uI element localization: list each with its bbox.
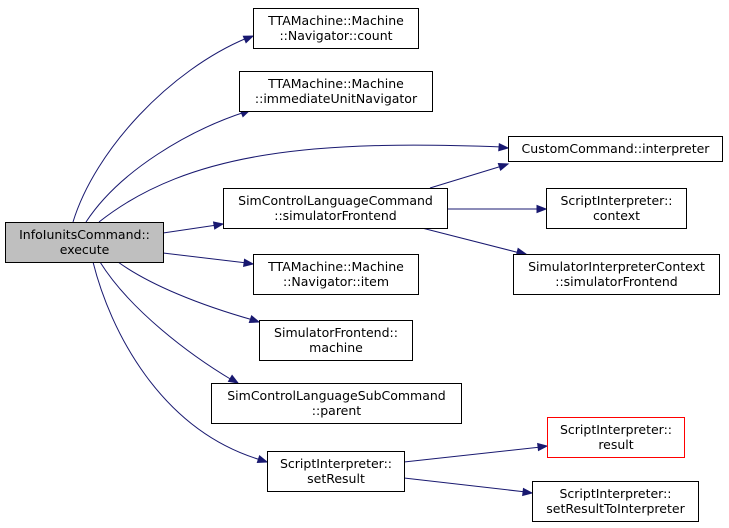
node-box[interactable] bbox=[547, 417, 685, 458]
node-box[interactable] bbox=[513, 254, 720, 295]
node-label-line: ScriptInterpreter:: bbox=[280, 456, 392, 471]
node-label-line: execute bbox=[60, 242, 110, 257]
arrowhead-sim_frontend bbox=[212, 221, 225, 230]
node-label-line: ::simulatorFrontend bbox=[274, 208, 397, 223]
node-label-line: ::simulatorFrontend bbox=[555, 274, 678, 289]
edge-root-to-custom_interpreter bbox=[98, 144, 503, 223]
arrowhead-nav_item bbox=[243, 258, 255, 267]
edge-root-to-sub_parent bbox=[99, 261, 233, 381]
arrowhead-custom_interpreter bbox=[497, 162, 510, 172]
node-box[interactable] bbox=[546, 188, 687, 229]
node-interp-ctx-frontend[interactable]: SimulatorInterpreterContext::simulatorFr… bbox=[513, 254, 720, 295]
edge-root-to-sim_frontend bbox=[162, 224, 218, 234]
call-nodes: InfoIunitsCommand::executeTTAMachine::Ma… bbox=[5, 8, 723, 522]
node-label-line: ::parent bbox=[312, 403, 361, 418]
node-label-line: context bbox=[593, 208, 640, 223]
edge-set_result-to-result bbox=[403, 446, 542, 463]
node-set-result-to-interp[interactable]: ScriptInterpreter::setResultToInterprete… bbox=[532, 481, 699, 522]
edge-root-to-immediate bbox=[85, 111, 246, 223]
node-nav-item[interactable]: TTAMachine::Machine::Navigator::item bbox=[253, 254, 419, 295]
arrowhead-set_result bbox=[256, 454, 269, 464]
edge-sim_frontend-to-interp_ctx_frontend bbox=[421, 227, 521, 254]
node-label-line: ::Navigator::count bbox=[279, 28, 392, 43]
edge-sim_frontend-to-custom_interpreter bbox=[429, 165, 503, 189]
node-immediate[interactable]: TTAMachine::Machine::immediateUnitNaviga… bbox=[239, 71, 433, 112]
edge-root-to-set_result bbox=[92, 261, 262, 461]
node-sim-frontend[interactable]: SimControlLanguageCommand::simulatorFron… bbox=[223, 188, 448, 229]
node-frontend-machine[interactable]: SimulatorFrontend::machine bbox=[259, 320, 413, 361]
node-box[interactable] bbox=[508, 136, 723, 162]
node-box[interactable] bbox=[5, 222, 164, 263]
node-label-line: SimulatorInterpreterContext bbox=[528, 259, 705, 274]
node-label-line: ::immediateUnitNavigator bbox=[255, 91, 418, 106]
node-label-line: TTAMachine::Machine bbox=[267, 13, 404, 28]
node-label-line: InfoIunitsCommand:: bbox=[19, 227, 150, 242]
node-count[interactable]: TTAMachine::Machine::Navigator::count bbox=[253, 8, 419, 49]
node-label-line: SimControlLanguageSubCommand bbox=[227, 388, 446, 403]
node-label-line: machine bbox=[309, 340, 363, 355]
arrowhead-custom_interpreter bbox=[498, 142, 510, 152]
edge-root-to-nav_item bbox=[162, 252, 248, 264]
node-label-line: SimControlLanguageCommand bbox=[238, 193, 433, 208]
node-label-line: ScriptInterpreter:: bbox=[559, 486, 671, 501]
node-label-line: CustomCommand::interpreter bbox=[522, 141, 711, 156]
node-label-line: SimulatorFrontend:: bbox=[274, 325, 398, 340]
edge-root-to-frontend_machine bbox=[117, 261, 254, 321]
node-result[interactable]: ScriptInterpreter::result bbox=[547, 417, 685, 458]
arrowhead-result bbox=[537, 442, 549, 452]
node-box[interactable] bbox=[223, 188, 448, 229]
edge-root-to-count bbox=[72, 37, 248, 223]
arrowhead-set_result_to_interp bbox=[522, 487, 534, 497]
node-box[interactable] bbox=[532, 481, 699, 522]
edge-set_result-to-set_result_to_interp bbox=[403, 477, 527, 493]
node-script-context[interactable]: ScriptInterpreter::context bbox=[546, 188, 687, 229]
node-label-line: TTAMachine::Machine bbox=[267, 259, 404, 274]
node-label-line: TTAMachine::Machine bbox=[267, 76, 404, 91]
node-box[interactable] bbox=[253, 8, 419, 49]
node-sub-parent[interactable]: SimControlLanguageSubCommand::parent bbox=[211, 383, 462, 424]
arrowhead-sub_parent bbox=[227, 374, 240, 384]
node-label-line: setResultToInterpreter bbox=[546, 501, 685, 516]
node-box[interactable] bbox=[253, 254, 419, 295]
node-set-result[interactable]: ScriptInterpreter::setResult bbox=[267, 451, 405, 492]
node-label-line: setResult bbox=[307, 471, 365, 486]
node-label-line: ::Navigator::item bbox=[283, 274, 389, 289]
node-custom-interpreter[interactable]: CustomCommand::interpreter bbox=[508, 136, 723, 162]
node-box[interactable] bbox=[259, 320, 413, 361]
node-box[interactable] bbox=[267, 451, 405, 492]
node-label-line: result bbox=[598, 437, 633, 452]
node-label-line: ScriptInterpreter:: bbox=[560, 193, 672, 208]
arrowhead-count bbox=[242, 35, 255, 44]
node-root[interactable]: InfoIunitsCommand::execute bbox=[5, 222, 164, 263]
node-label-line: ScriptInterpreter:: bbox=[560, 422, 672, 437]
node-box[interactable] bbox=[239, 71, 433, 112]
arrowhead-frontend_machine bbox=[248, 314, 261, 324]
arrowhead-script_context bbox=[536, 204, 548, 214]
node-box[interactable] bbox=[211, 383, 462, 424]
